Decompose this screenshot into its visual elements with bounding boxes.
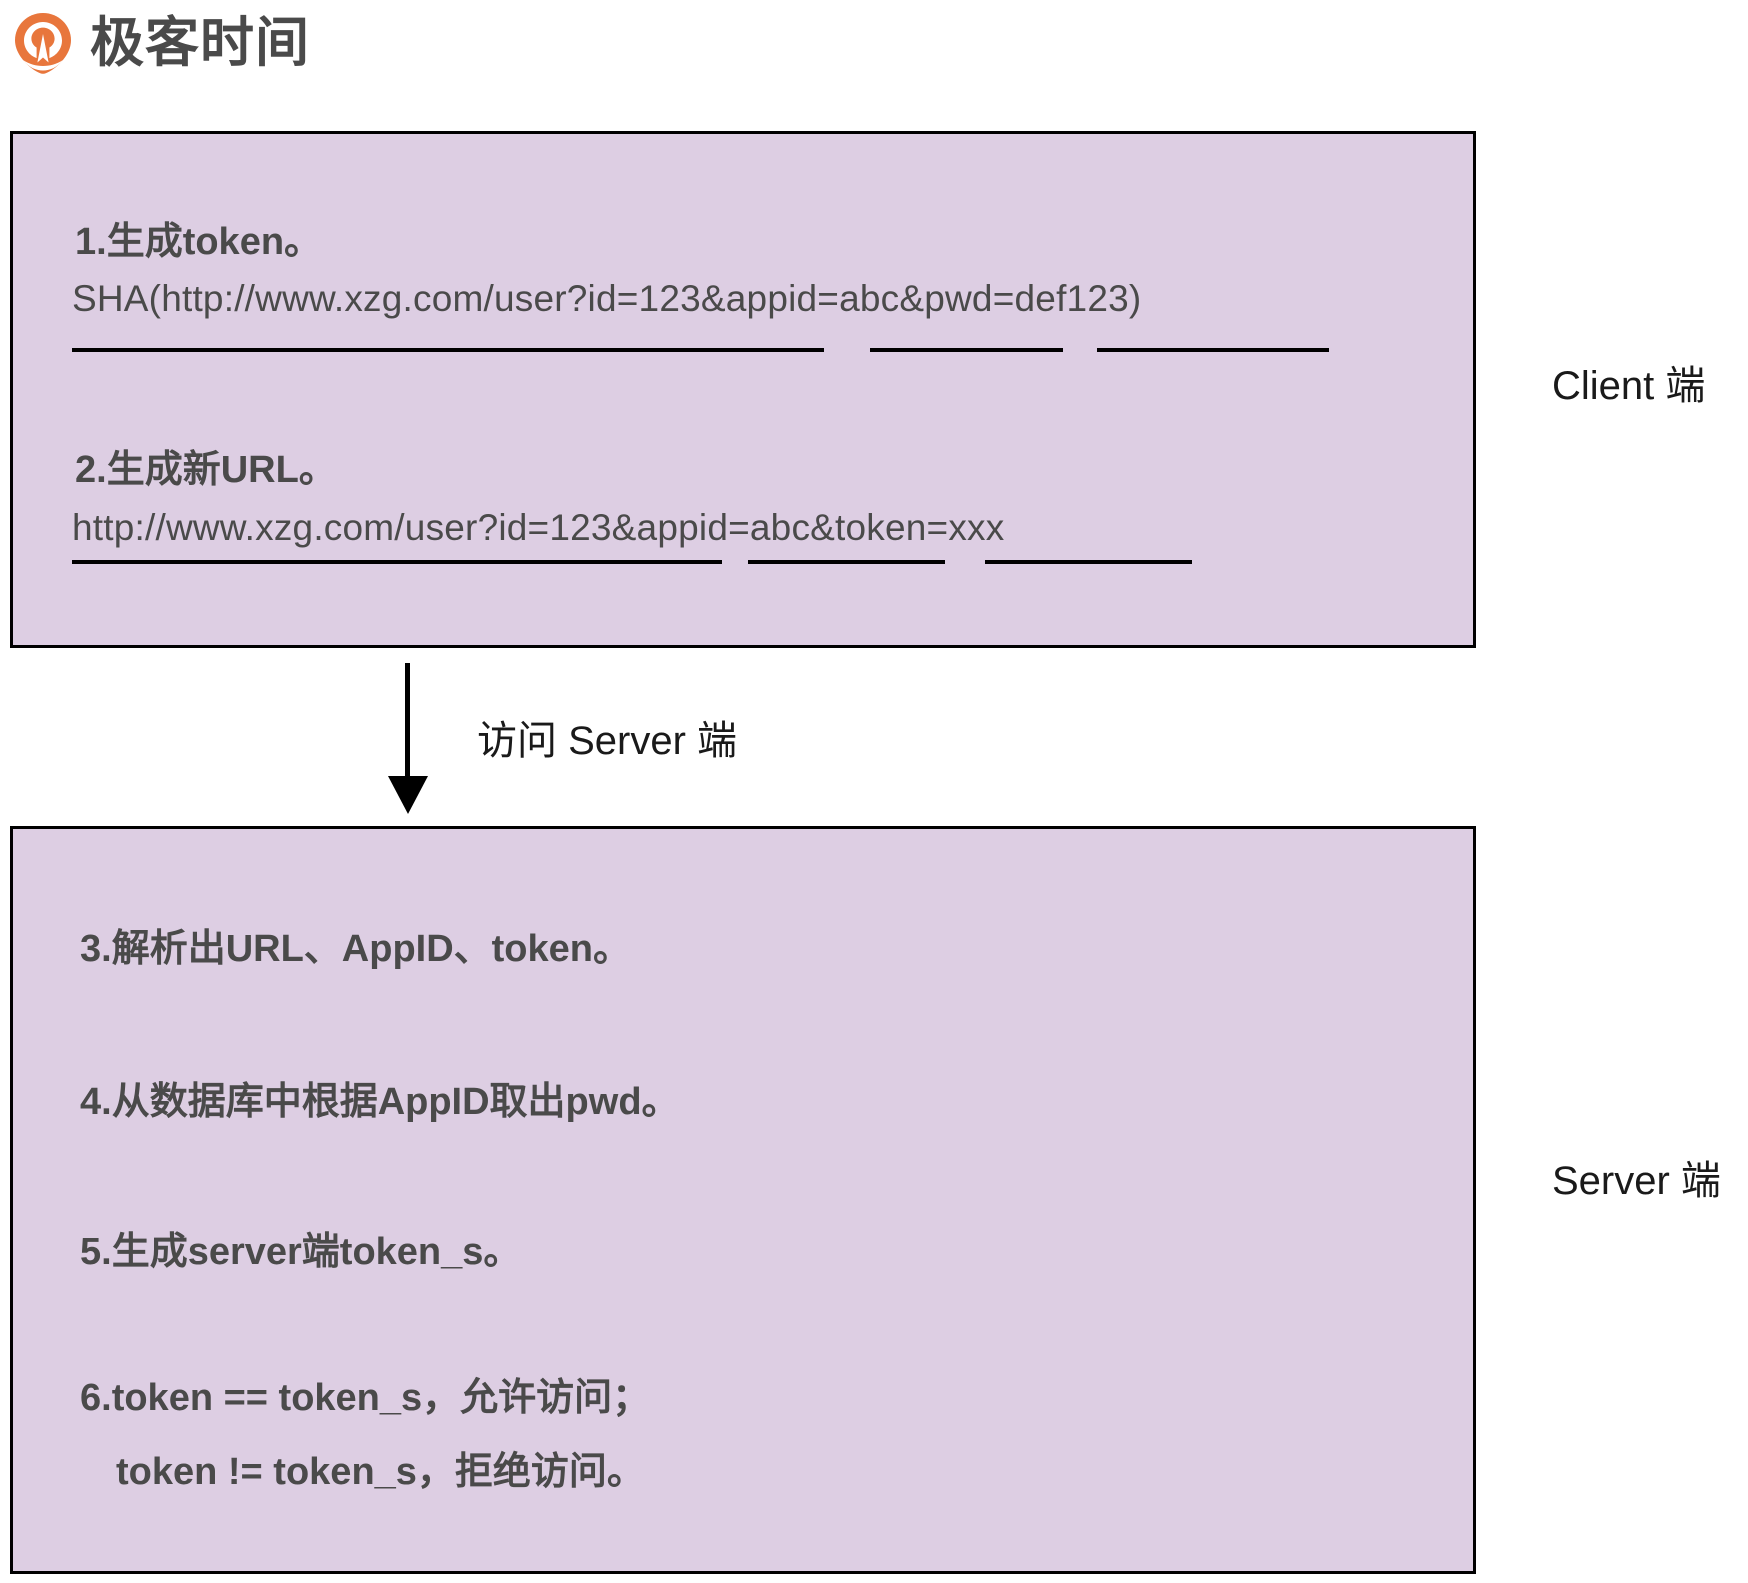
server-step-3: 3.解析出URL、AppID、token。 [80, 928, 632, 970]
server-process-box [10, 826, 1476, 1574]
client-process-box [10, 131, 1476, 648]
server-side-label: Server 端 [1552, 1159, 1721, 1203]
client-side-label: Client 端 [1552, 364, 1706, 408]
server-step-5: 5.生成server端token_s。 [80, 1231, 522, 1273]
client-step-1-title: 1.生成token。 [75, 221, 323, 263]
server-step-6-line-1: 6.token == token_s，允许访问； [80, 1377, 651, 1419]
client-step-1-code: SHA(http://www.xzg.com/user?id=123&appid… [72, 278, 1142, 319]
client-step-1-underline-pwd [1097, 348, 1329, 352]
client-step-2-title: 2.生成新URL。 [75, 449, 337, 491]
client-step-2-underline-appid [748, 560, 945, 564]
client-step-1-underline-url [72, 348, 824, 352]
server-step-4: 4.从数据库中根据AppID取出pwd。 [80, 1081, 680, 1123]
down-arrow-icon [405, 663, 410, 790]
geektime-pin-logo-icon [10, 10, 76, 76]
down-arrow-head-icon [388, 776, 428, 814]
client-step-1-underline-appid [870, 348, 1063, 352]
client-step-2-code: http://www.xzg.com/user?id=123&appid=abc… [72, 507, 1005, 548]
client-step-2-underline-token [985, 560, 1192, 564]
arrow-label: 访问 Server 端 [477, 719, 738, 763]
server-step-6-line-2: token != token_s，拒绝访问。 [116, 1451, 645, 1493]
brand-name: 极客时间 [90, 13, 310, 73]
client-step-2-underline-url [72, 560, 722, 564]
brand-logo: 极客时间 [10, 10, 310, 76]
